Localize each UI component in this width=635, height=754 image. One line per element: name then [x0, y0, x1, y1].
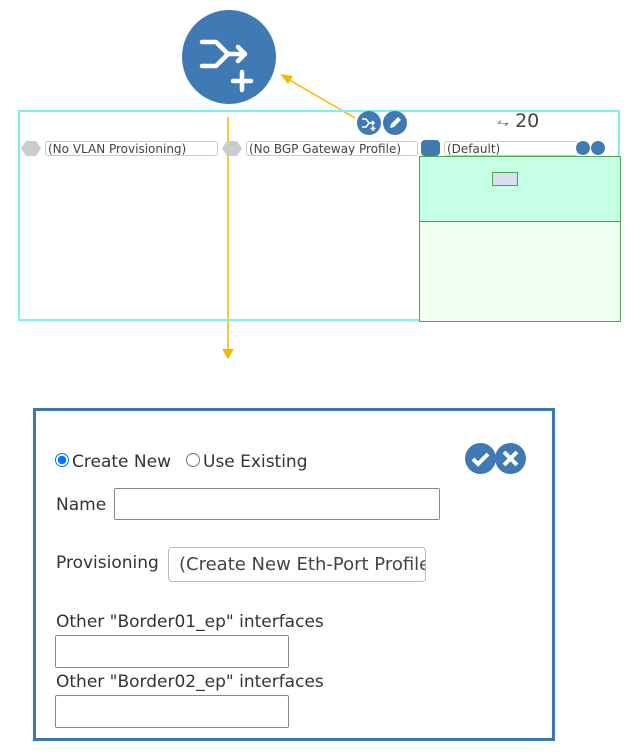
provisioning-label: Provisioning — [56, 553, 159, 573]
bgp-gateway-select[interactable]: (No BGP Gateway Profile) — [246, 141, 418, 156]
use-existing-radio[interactable]: Use Existing — [186, 452, 308, 472]
trash-icon[interactable] — [591, 141, 605, 155]
other-border02-input[interactable] — [55, 695, 289, 728]
create-new-radio-input[interactable] — [55, 453, 69, 467]
bgp-hexagon-icon — [222, 141, 242, 156]
arrowhead-icon — [280, 74, 293, 84]
merge-add-icon — [182, 10, 276, 104]
use-existing-radio-input[interactable] — [186, 453, 200, 467]
add-connection-button[interactable] — [357, 111, 381, 135]
device-zone-lower — [419, 221, 621, 322]
name-input[interactable] — [114, 488, 440, 520]
confirm-button[interactable] — [465, 443, 496, 474]
name-label: Name — [56, 495, 107, 515]
check-icon — [471, 452, 490, 467]
edit-button[interactable] — [383, 111, 407, 135]
create-new-radio[interactable]: Create New — [55, 452, 171, 472]
other-border02-label: Other "Border02_ep" interfaces — [56, 672, 324, 692]
arrowhead-icon — [222, 349, 234, 359]
link-count: ⥊ 20 — [497, 110, 540, 132]
pencil-icon — [390, 117, 401, 128]
provisioning-select[interactable]: (Create New Eth-Port Profile) — [168, 547, 426, 582]
user-icon[interactable] — [576, 141, 590, 155]
device-zone — [419, 156, 621, 222]
other-border01-label: Other "Border01_ep" interfaces — [56, 612, 324, 632]
other-border01-input[interactable] — [55, 635, 289, 668]
vlan-hexagon-icon — [21, 141, 41, 156]
merge-add-icon — [362, 118, 376, 131]
close-icon — [502, 450, 519, 467]
device-thumbnail — [492, 172, 518, 186]
link-arrows-icon: ⥊ — [497, 113, 510, 131]
vlan-provisioning-select[interactable]: (No VLAN Provisioning) — [45, 141, 218, 156]
cancel-button[interactable] — [495, 443, 526, 474]
profile-select[interactable]: (Default) — [444, 141, 578, 156]
device-icon[interactable] — [421, 140, 440, 156]
